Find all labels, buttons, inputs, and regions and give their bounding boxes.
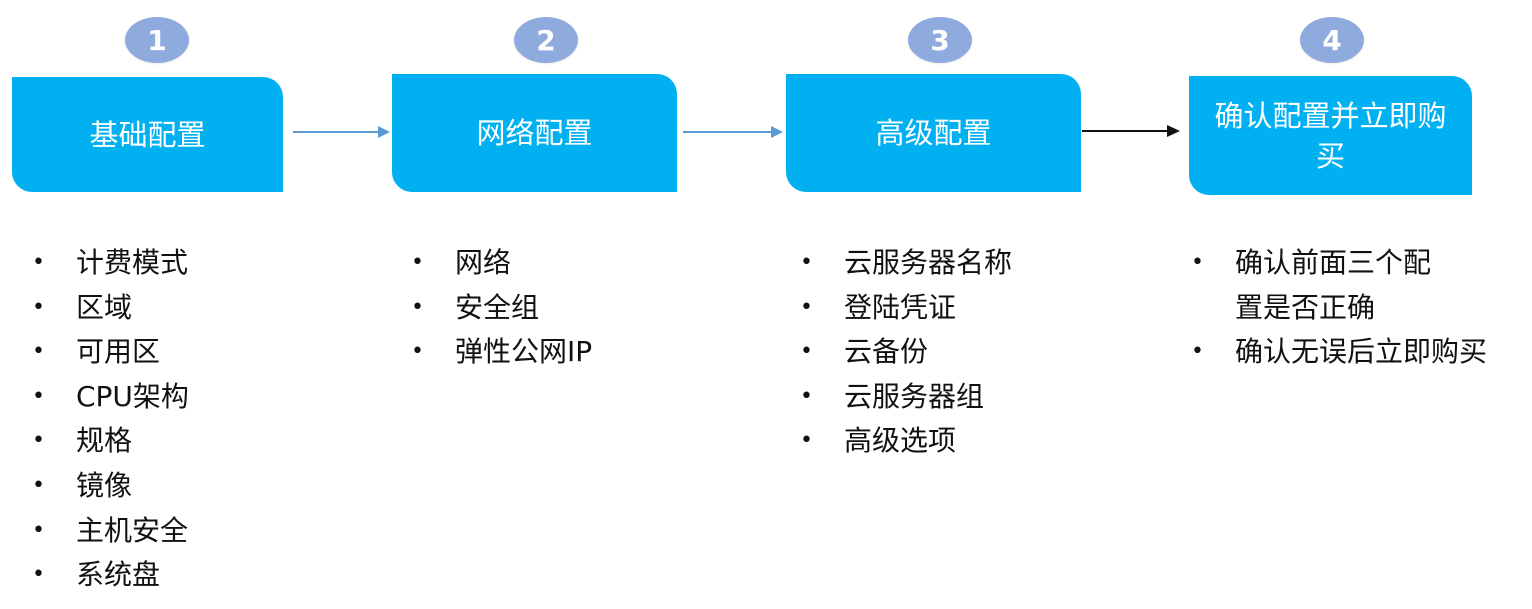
step-1-item-list: 计费模式 区域 可用区 CPU架构 规格 镜像 主机安全 系统盘 — [32, 241, 272, 598]
arrow-step-2-to-3 — [683, 131, 772, 133]
step-2-item-list: 网络 安全组 弹性公网IP — [411, 241, 671, 375]
step-1-list-item: 规格 — [32, 419, 272, 464]
arrow-step-3-to-4-head — [1167, 125, 1180, 137]
step-2-number-badge: 2 — [514, 17, 578, 63]
step-1-number-badge: 1 — [125, 17, 189, 63]
step-1-title: 基础配置 — [89, 117, 206, 152]
step-3-list-item: 高级选项 — [800, 419, 1080, 464]
step-2-list-item: 网络 — [411, 241, 671, 286]
step-4-title: 确认配置并立即购买 — [1214, 98, 1447, 173]
step-3-list-item: 云备份 — [800, 330, 1080, 375]
step-3-title: 高级配置 — [875, 116, 992, 150]
step-2-title: 网络配置 — [476, 116, 593, 150]
step-3-item-list: 云服务器名称 登陆凭证 云备份 云服务器组 高级选项 — [800, 241, 1080, 464]
arrow-step-2-to-3-head — [771, 126, 783, 138]
step-2-box: 网络配置 — [392, 74, 677, 192]
step-1-list-item: CPU架构 — [32, 375, 272, 420]
step-3-list-item: 登陆凭证 — [800, 286, 1080, 331]
step-2-list-item: 安全组 — [411, 286, 671, 331]
step-1-list-item: 主机安全 — [32, 509, 272, 554]
step-3-number-badge: 3 — [908, 17, 972, 63]
step-4-list-item: 确认前面三个配置是否正确 — [1191, 241, 1457, 330]
arrow-step-1-to-2-head — [378, 126, 390, 138]
step-2-list-item: 弹性公网IP — [411, 330, 671, 375]
step-1-list-item: 区域 — [32, 286, 272, 331]
step-1-list-item: 可用区 — [32, 330, 272, 375]
step-1-list-item: 系统盘 — [32, 553, 272, 598]
step-3-box: 高级配置 — [786, 74, 1081, 192]
step-1-box: 基础配置 — [12, 77, 283, 192]
step-1-list-item: 计费模式 — [32, 241, 272, 286]
step-4-list-item: 确认无误后立即购买 — [1191, 330, 1513, 375]
step-4-item-list: 确认前面三个配置是否正确 确认无误后立即购买 — [1191, 241, 1513, 375]
step-4-box: 确认配置并立即购买 — [1189, 76, 1472, 195]
step-4-number-badge: 4 — [1300, 17, 1364, 63]
arrow-step-1-to-2 — [293, 131, 379, 133]
arrow-step-3-to-4 — [1082, 130, 1168, 132]
step-1-list-item: 镜像 — [32, 464, 272, 509]
step-3-list-item: 云服务器组 — [800, 375, 1080, 420]
step-3-list-item: 云服务器名称 — [800, 241, 1080, 286]
